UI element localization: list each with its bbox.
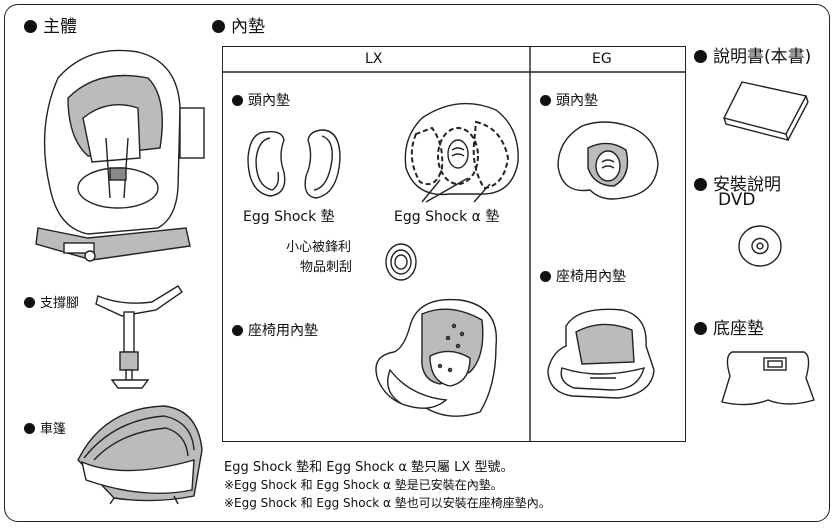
dvd-label-line2: DVD <box>718 190 756 210</box>
lx-head-pad-heading: 頭內墊 <box>232 90 290 110</box>
egg-shock-alpha-label: Egg Shock α 墊 <box>394 209 500 225</box>
canopy-illustration <box>77 405 203 505</box>
egg-shock-label: Egg Shock 墊 <box>243 209 335 225</box>
bullet-icon <box>540 271 551 282</box>
caution-sticker-icon <box>385 243 417 281</box>
lx-head-pad-label: 頭內墊 <box>248 93 290 109</box>
eg-seat-pad-illustration <box>547 308 655 399</box>
inner-pad-table <box>222 46 686 442</box>
inner-pad-label: 內墊 <box>231 17 265 37</box>
note-line-1: Egg Shock 墊和 Egg Shock α 墊只屬 LX 型號。 <box>224 460 514 475</box>
heading-dvd: 安裝說明 <box>694 170 781 195</box>
egg-shock-pad-illustration <box>247 129 341 199</box>
bullet-icon <box>694 178 707 191</box>
main-body-label: 主體 <box>43 17 77 37</box>
bullet-icon <box>24 423 35 434</box>
note-line-2: ※Egg Shock 和 Egg Shock α 墊是已安裝在內墊。 <box>224 478 503 492</box>
heading-main-body: 主體 <box>24 12 77 37</box>
lx-seat-pad-label: 座椅用內墊 <box>248 323 318 339</box>
egg-shock-alpha-pad-illustration <box>404 102 519 203</box>
bullet-icon <box>694 50 707 63</box>
column-header-lx: LX <box>365 51 383 67</box>
bullet-icon <box>540 95 551 106</box>
canopy-label: 車篷 <box>40 422 67 437</box>
table-grid <box>222 46 686 442</box>
eg-head-pad-label: 頭內墊 <box>556 93 598 109</box>
column-header-eg: EG <box>592 51 612 67</box>
bullet-icon <box>24 20 37 33</box>
bullet-icon <box>694 322 707 335</box>
bullet-icon <box>212 20 225 33</box>
caution-line1: 小心被鋒利 <box>286 240 352 255</box>
diagram-frame <box>4 4 830 522</box>
bullet-icon <box>232 95 243 106</box>
base-pad-label: 底座墊 <box>713 319 764 339</box>
eg-seat-pad-label: 座椅用內墊 <box>556 269 626 285</box>
dvd-label-line1: 安裝說明 <box>713 175 781 195</box>
lx-seat-pad-illustration <box>375 298 498 417</box>
car-seat-illustration <box>35 49 205 262</box>
note-line-3: ※Egg Shock 和 Egg Shock α 墊也可以安裝在座椅座墊內。 <box>224 496 551 510</box>
base-pad-icon <box>721 351 815 406</box>
support-leg-illustration <box>95 285 183 389</box>
heading-support-leg: 支撐腳 <box>24 292 79 311</box>
support-leg-label: 支撐腳 <box>40 296 80 311</box>
eg-head-pad-heading: 頭內墊 <box>540 90 598 110</box>
bullet-icon <box>232 325 243 336</box>
heading-base-pad: 底座墊 <box>694 314 764 339</box>
manual-label: 說明書(本書) <box>713 47 812 67</box>
lx-seat-pad-heading: 座椅用內墊 <box>232 320 318 340</box>
manual-booklet-icon <box>722 81 809 141</box>
eg-seat-pad-heading: 座椅用內墊 <box>540 266 626 286</box>
bullet-icon <box>24 297 35 308</box>
dvd-disc-icon <box>738 225 782 267</box>
eg-head-pad-illustration <box>557 121 659 200</box>
heading-inner-pad: 內墊 <box>212 12 265 37</box>
caution-line2: 物品刺刮 <box>300 260 353 275</box>
heading-manual: 說明書(本書) <box>694 42 811 67</box>
heading-canopy: 車篷 <box>24 418 66 437</box>
